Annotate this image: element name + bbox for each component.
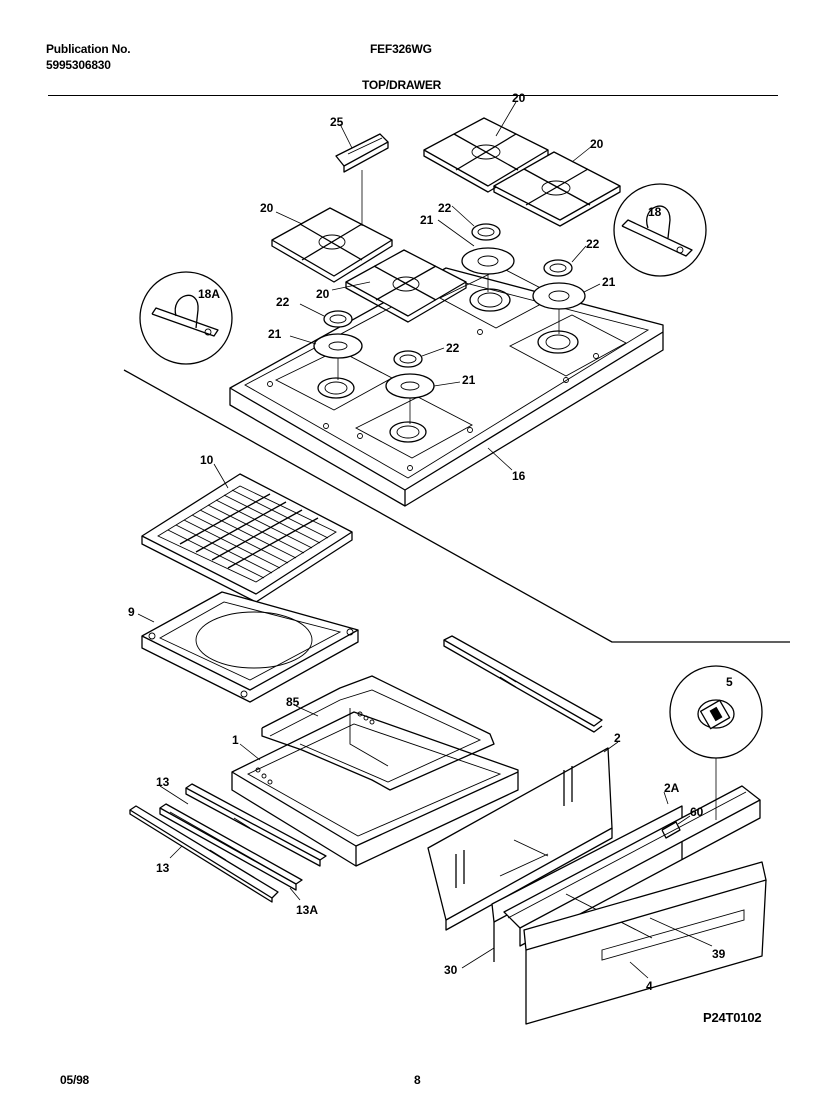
- wire-rack: [261, 675, 495, 791]
- section-title: TOP/DRAWER: [362, 78, 442, 92]
- callout-22-b: 22: [586, 237, 600, 251]
- detail-18: [613, 183, 707, 277]
- callout-20-c: 20: [260, 201, 274, 215]
- callout-39: 39: [712, 947, 726, 961]
- callout-18: 18: [648, 205, 662, 219]
- callout-20-a: 20: [512, 91, 526, 105]
- drawer-front: [523, 861, 767, 1025]
- griddle-pan: [141, 591, 359, 703]
- callout-9: 9: [128, 605, 135, 619]
- callout-5: 5: [726, 675, 733, 689]
- detail-18a: [139, 271, 233, 365]
- callout-20-d: 20: [316, 287, 330, 301]
- callout-13a: 13A: [296, 903, 318, 917]
- callout-16: 16: [512, 469, 526, 483]
- callout-20-b: 20: [590, 137, 604, 151]
- burner-caps: [313, 247, 586, 424]
- side-rails: [129, 783, 327, 903]
- drawer-trim: [503, 785, 761, 947]
- drawing-code: P24T0102: [703, 1010, 762, 1025]
- burner-rings: [323, 223, 573, 368]
- callout-21-d: 21: [462, 373, 476, 387]
- callout-85: 85: [286, 695, 300, 709]
- callout-30: 30: [444, 963, 458, 977]
- callout-21-a: 21: [420, 213, 434, 227]
- publication-label: Publication No.: [46, 42, 131, 56]
- callout-21-b: 21: [602, 275, 616, 289]
- callout-25: 25: [330, 115, 344, 129]
- part-25: [335, 133, 389, 226]
- footer-page-number: 8: [414, 1073, 421, 1087]
- callout-2: 2: [614, 731, 621, 745]
- griddle-grate: [141, 473, 353, 603]
- publication-number: 5995306830: [46, 58, 111, 72]
- leader-lines: [137, 101, 713, 979]
- divider-line: [123, 369, 790, 643]
- callout-18a: 18A: [198, 287, 220, 301]
- detail-5: [669, 665, 763, 820]
- callout-1: 1: [232, 733, 239, 747]
- drawer-back-panel: [427, 747, 613, 931]
- callout-60: 60: [690, 805, 704, 819]
- callout-22-c: 22: [276, 295, 290, 309]
- callout-22-a: 22: [438, 201, 452, 215]
- callout-2a: 2A: [664, 781, 680, 795]
- footer-date: 05/98: [60, 1073, 90, 1087]
- callout-13-b: 13: [156, 861, 170, 875]
- callout-4: 4: [646, 979, 653, 993]
- header-rule: [48, 95, 778, 96]
- callout-10: 10: [200, 453, 214, 467]
- model-number: FEF326WG: [370, 42, 432, 56]
- callout-22-d: 22: [446, 341, 460, 355]
- callout-13-a: 13: [156, 775, 170, 789]
- drawer-slide-rail: [443, 635, 603, 733]
- cooktop-main-top: [229, 267, 664, 507]
- callout-21-c: 21: [268, 327, 282, 341]
